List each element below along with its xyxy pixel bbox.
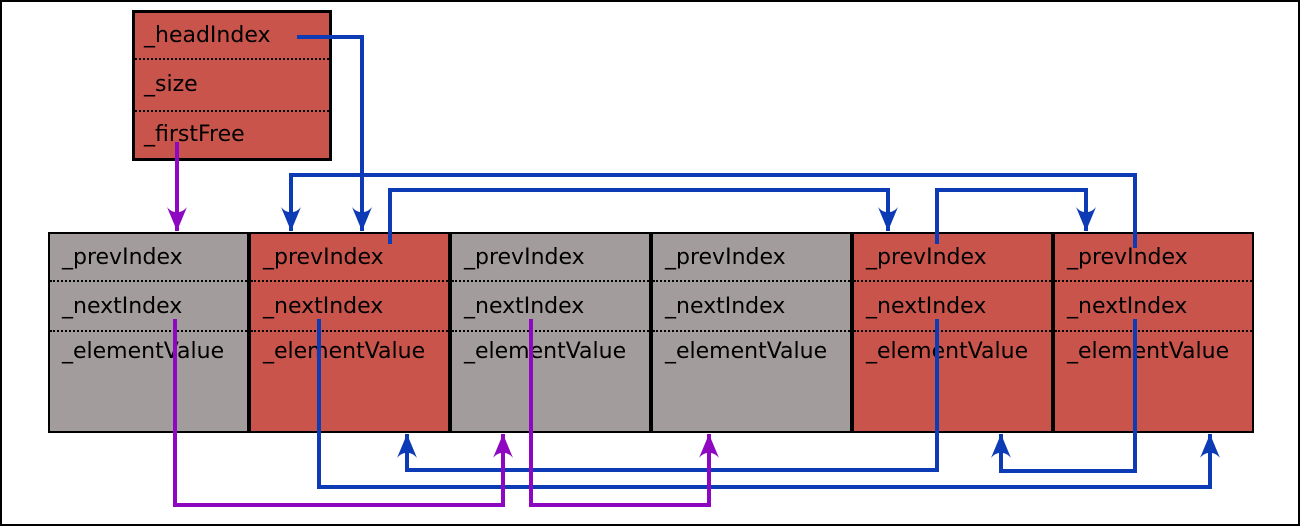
node-box-0: _prevIndex _nextIndex _elementValue xyxy=(48,232,249,433)
field-label: _nextIndex xyxy=(464,293,585,319)
field-label: _elementValue xyxy=(866,339,1029,364)
field-label: _prevIndex xyxy=(866,244,987,270)
field-elementvalue: _elementValue xyxy=(251,330,448,431)
field-nextindex: _nextIndex xyxy=(251,280,448,330)
field-previndex: _prevIndex xyxy=(251,234,448,280)
node-box-4: _prevIndex _nextIndex _elementValue xyxy=(852,232,1053,433)
field-label: _elementValue xyxy=(263,339,426,364)
field-label: _nextIndex xyxy=(665,293,786,319)
field-elementvalue: _elementValue xyxy=(854,330,1051,431)
field-nextindex: _nextIndex xyxy=(854,280,1051,330)
header-field-firstfree: _firstFree xyxy=(135,110,329,158)
field-nextindex: _nextIndex xyxy=(452,280,649,330)
field-label: _nextIndex xyxy=(866,293,987,319)
field-previndex: _prevIndex xyxy=(50,234,247,280)
header-box: _headIndex _size _firstFree xyxy=(132,10,332,161)
field-label: _nextIndex xyxy=(62,293,183,319)
header-field-size: _size xyxy=(135,58,329,110)
field-label: _prevIndex xyxy=(62,244,183,270)
node-box-2: _prevIndex _nextIndex _elementValue xyxy=(450,232,651,433)
field-previndex: _prevIndex xyxy=(1055,234,1252,280)
field-label: _elementValue xyxy=(665,339,828,364)
field-label: _elementValue xyxy=(464,339,627,364)
field-label: _elementValue xyxy=(1067,339,1230,364)
header-field-label: _headIndex xyxy=(144,22,271,48)
field-label: _prevIndex xyxy=(263,244,384,270)
field-nextindex: _nextIndex xyxy=(1055,280,1252,330)
node-array-row: _prevIndex _nextIndex _elementValue _pre… xyxy=(48,232,1254,433)
field-label: _prevIndex xyxy=(1067,244,1188,270)
field-elementvalue: _elementValue xyxy=(50,330,247,431)
field-label: _elementValue xyxy=(62,339,225,364)
field-elementvalue: _elementValue xyxy=(452,330,649,431)
field-previndex: _prevIndex xyxy=(854,234,1051,280)
field-label: _nextIndex xyxy=(263,293,384,319)
header-field-label: _size xyxy=(144,72,198,97)
header-field-label: _firstFree xyxy=(144,122,245,147)
field-label: _prevIndex xyxy=(464,244,585,270)
field-previndex: _prevIndex xyxy=(452,234,649,280)
field-nextindex: _nextIndex xyxy=(50,280,247,330)
node-box-1: _prevIndex _nextIndex _elementValue xyxy=(249,232,450,433)
field-nextindex: _nextIndex xyxy=(653,280,850,330)
field-label: _prevIndex xyxy=(665,244,786,270)
field-elementvalue: _elementValue xyxy=(653,330,850,431)
node-box-5: _prevIndex _nextIndex _elementValue xyxy=(1053,232,1254,433)
header-field-headindex: _headIndex xyxy=(135,13,329,58)
field-label: _nextIndex xyxy=(1067,293,1188,319)
field-elementvalue: _elementValue xyxy=(1055,330,1252,431)
node-box-3: _prevIndex _nextIndex _elementValue xyxy=(651,232,852,433)
field-previndex: _prevIndex xyxy=(653,234,850,280)
